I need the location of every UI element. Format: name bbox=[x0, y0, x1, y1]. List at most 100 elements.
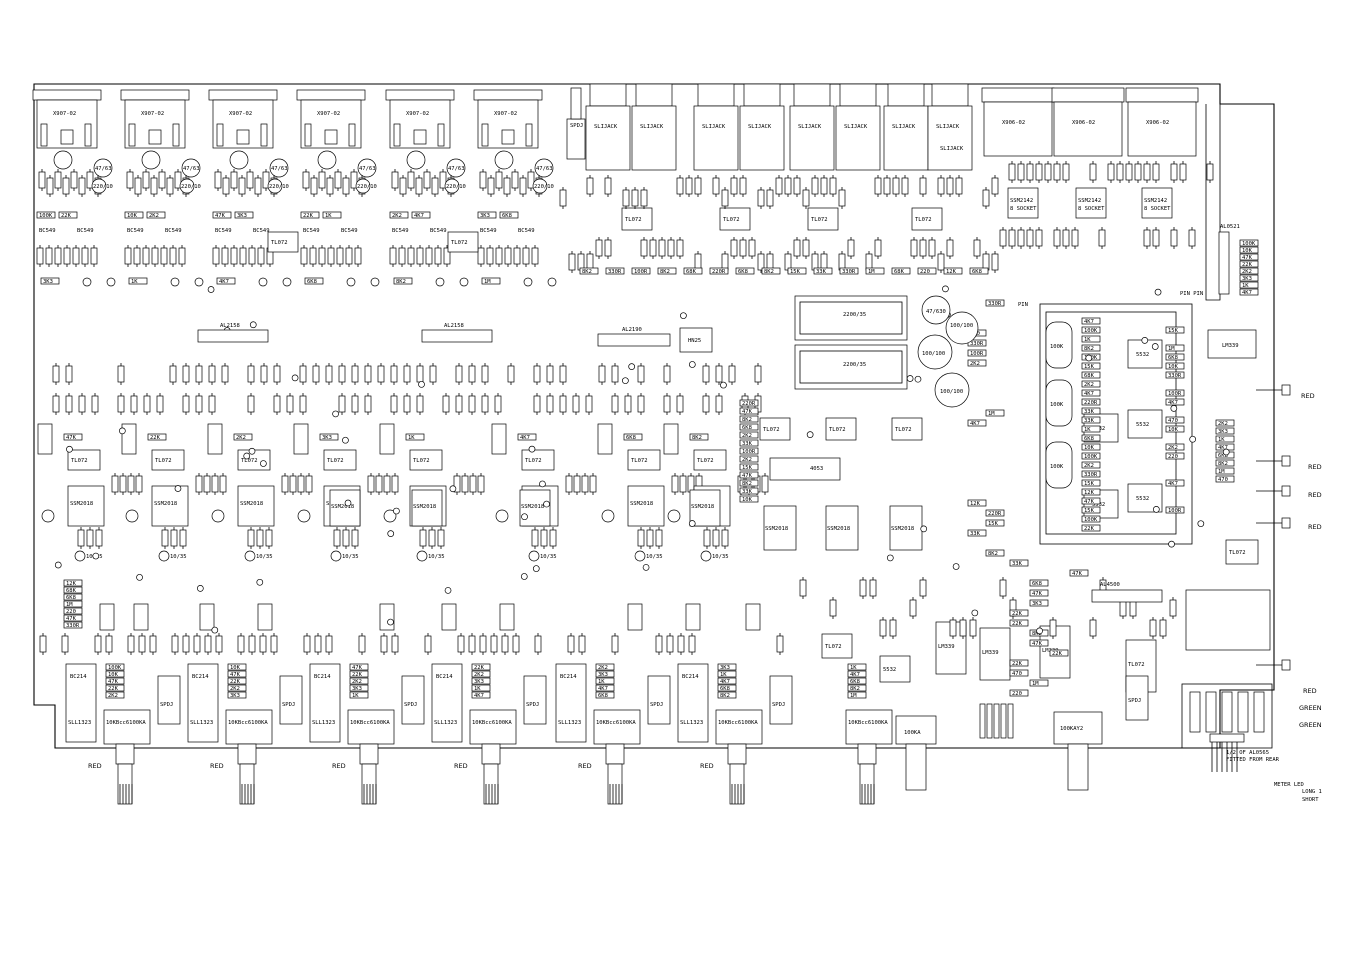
resistor bbox=[124, 247, 132, 265]
resistor bbox=[138, 635, 146, 653]
resistor bbox=[891, 267, 911, 275]
xlr-in-pin bbox=[60, 129, 74, 145]
resistor bbox=[61, 635, 69, 653]
resistor bbox=[161, 529, 169, 547]
resistor-value: 1K bbox=[1218, 437, 1225, 443]
resistor bbox=[325, 635, 333, 653]
resistor bbox=[117, 395, 125, 413]
resistor bbox=[405, 433, 425, 441]
jack-body bbox=[835, 105, 881, 171]
red-led-label: RED bbox=[332, 762, 346, 770]
resistor bbox=[595, 239, 603, 257]
resistor bbox=[504, 247, 512, 265]
resistor-value: 6K8 bbox=[850, 679, 860, 685]
capacitor bbox=[667, 509, 681, 523]
xlr-in-flange bbox=[120, 89, 190, 101]
jack-label: SLIJACK bbox=[702, 124, 726, 130]
led-red-5: RED bbox=[1303, 687, 1317, 695]
resistor bbox=[389, 211, 409, 219]
resistor bbox=[1029, 679, 1049, 687]
resistor bbox=[415, 177, 423, 195]
resistor bbox=[349, 691, 369, 699]
ssm2018-package bbox=[889, 505, 923, 551]
resistor bbox=[937, 253, 945, 271]
resistor bbox=[65, 395, 73, 413]
resistor-value: 47K bbox=[230, 672, 241, 678]
resistor-value: 330R bbox=[842, 269, 856, 275]
resistor-value: 1M bbox=[850, 693, 857, 699]
led-red-2: RED bbox=[1308, 463, 1322, 471]
resistor bbox=[1179, 163, 1187, 181]
resistor bbox=[78, 395, 86, 413]
resistor bbox=[982, 253, 990, 271]
ic-package bbox=[621, 207, 653, 231]
ssm2142-label: 8 SOCKET bbox=[1010, 206, 1037, 212]
resistor-value: 15K bbox=[1084, 481, 1095, 487]
capacitor bbox=[539, 480, 546, 488]
resistor-value: 1M bbox=[868, 269, 875, 275]
resistor-value: 100R bbox=[970, 351, 984, 357]
bc214-label: BC214 bbox=[314, 674, 331, 680]
resistor bbox=[312, 365, 320, 383]
resistor bbox=[195, 365, 203, 383]
resistor bbox=[424, 635, 432, 653]
resistor-value: 2K2 bbox=[1084, 382, 1094, 388]
resistor bbox=[204, 635, 212, 653]
resistor-value: 22K bbox=[150, 435, 161, 441]
resistor-value: 33K bbox=[1012, 561, 1023, 567]
resistor bbox=[1009, 689, 1029, 697]
resistor-value: 220 bbox=[66, 609, 76, 615]
ne5532-package bbox=[1127, 409, 1163, 439]
trim-array bbox=[257, 603, 273, 631]
connector-al2158-a-label: AL2158 bbox=[220, 323, 240, 329]
resistor bbox=[1026, 229, 1034, 247]
capacitor bbox=[170, 277, 180, 287]
resistor bbox=[1098, 229, 1106, 247]
resistor bbox=[490, 635, 498, 653]
jack-body bbox=[739, 105, 785, 171]
led bbox=[1281, 384, 1291, 396]
sll1323-switch bbox=[677, 663, 709, 743]
resistor bbox=[142, 171, 150, 189]
resistor bbox=[182, 395, 190, 413]
bc549-label: BC549 bbox=[303, 228, 320, 234]
resistor bbox=[468, 635, 476, 653]
xlr-out-flange bbox=[1051, 87, 1125, 103]
ic-package bbox=[521, 449, 555, 471]
resistor bbox=[63, 614, 83, 622]
resistor bbox=[1081, 443, 1101, 451]
jack-top bbox=[839, 83, 877, 107]
resistor bbox=[425, 247, 433, 265]
resistor bbox=[158, 171, 166, 189]
led-red-4: RED bbox=[1308, 523, 1322, 531]
capacitor bbox=[634, 550, 646, 562]
resistor bbox=[1134, 163, 1142, 181]
resistor bbox=[640, 189, 648, 207]
dual-pot-body bbox=[225, 709, 273, 745]
resistor bbox=[1029, 599, 1049, 607]
capacitor bbox=[194, 277, 204, 287]
resistor bbox=[739, 487, 759, 495]
pot-100ka-label: 100KA bbox=[904, 730, 921, 736]
capacitor-value: 220/10 bbox=[93, 184, 113, 190]
resistor bbox=[208, 395, 216, 413]
resistor bbox=[212, 247, 220, 265]
resistor bbox=[513, 247, 521, 265]
cap-2200-35-a bbox=[794, 295, 908, 341]
capacitor-value: 220/10 bbox=[534, 184, 554, 190]
ic-package bbox=[807, 207, 839, 231]
cap-10-35-label: 10/35 bbox=[428, 554, 445, 560]
resistor-value: 2K2 bbox=[598, 665, 608, 671]
bc549-label: BC549 bbox=[430, 228, 447, 234]
ic-package bbox=[879, 655, 911, 683]
resistor bbox=[776, 635, 784, 653]
resistor-value: 47K bbox=[215, 213, 226, 219]
resistor bbox=[127, 475, 135, 493]
capacitor bbox=[543, 500, 550, 508]
resistor-value: 6K8 bbox=[66, 595, 76, 601]
resistor-value: 47K bbox=[742, 473, 753, 479]
resistor bbox=[657, 267, 677, 275]
resistor bbox=[289, 475, 297, 493]
dual-pot-label: 10KBcc6100KA bbox=[228, 720, 268, 726]
